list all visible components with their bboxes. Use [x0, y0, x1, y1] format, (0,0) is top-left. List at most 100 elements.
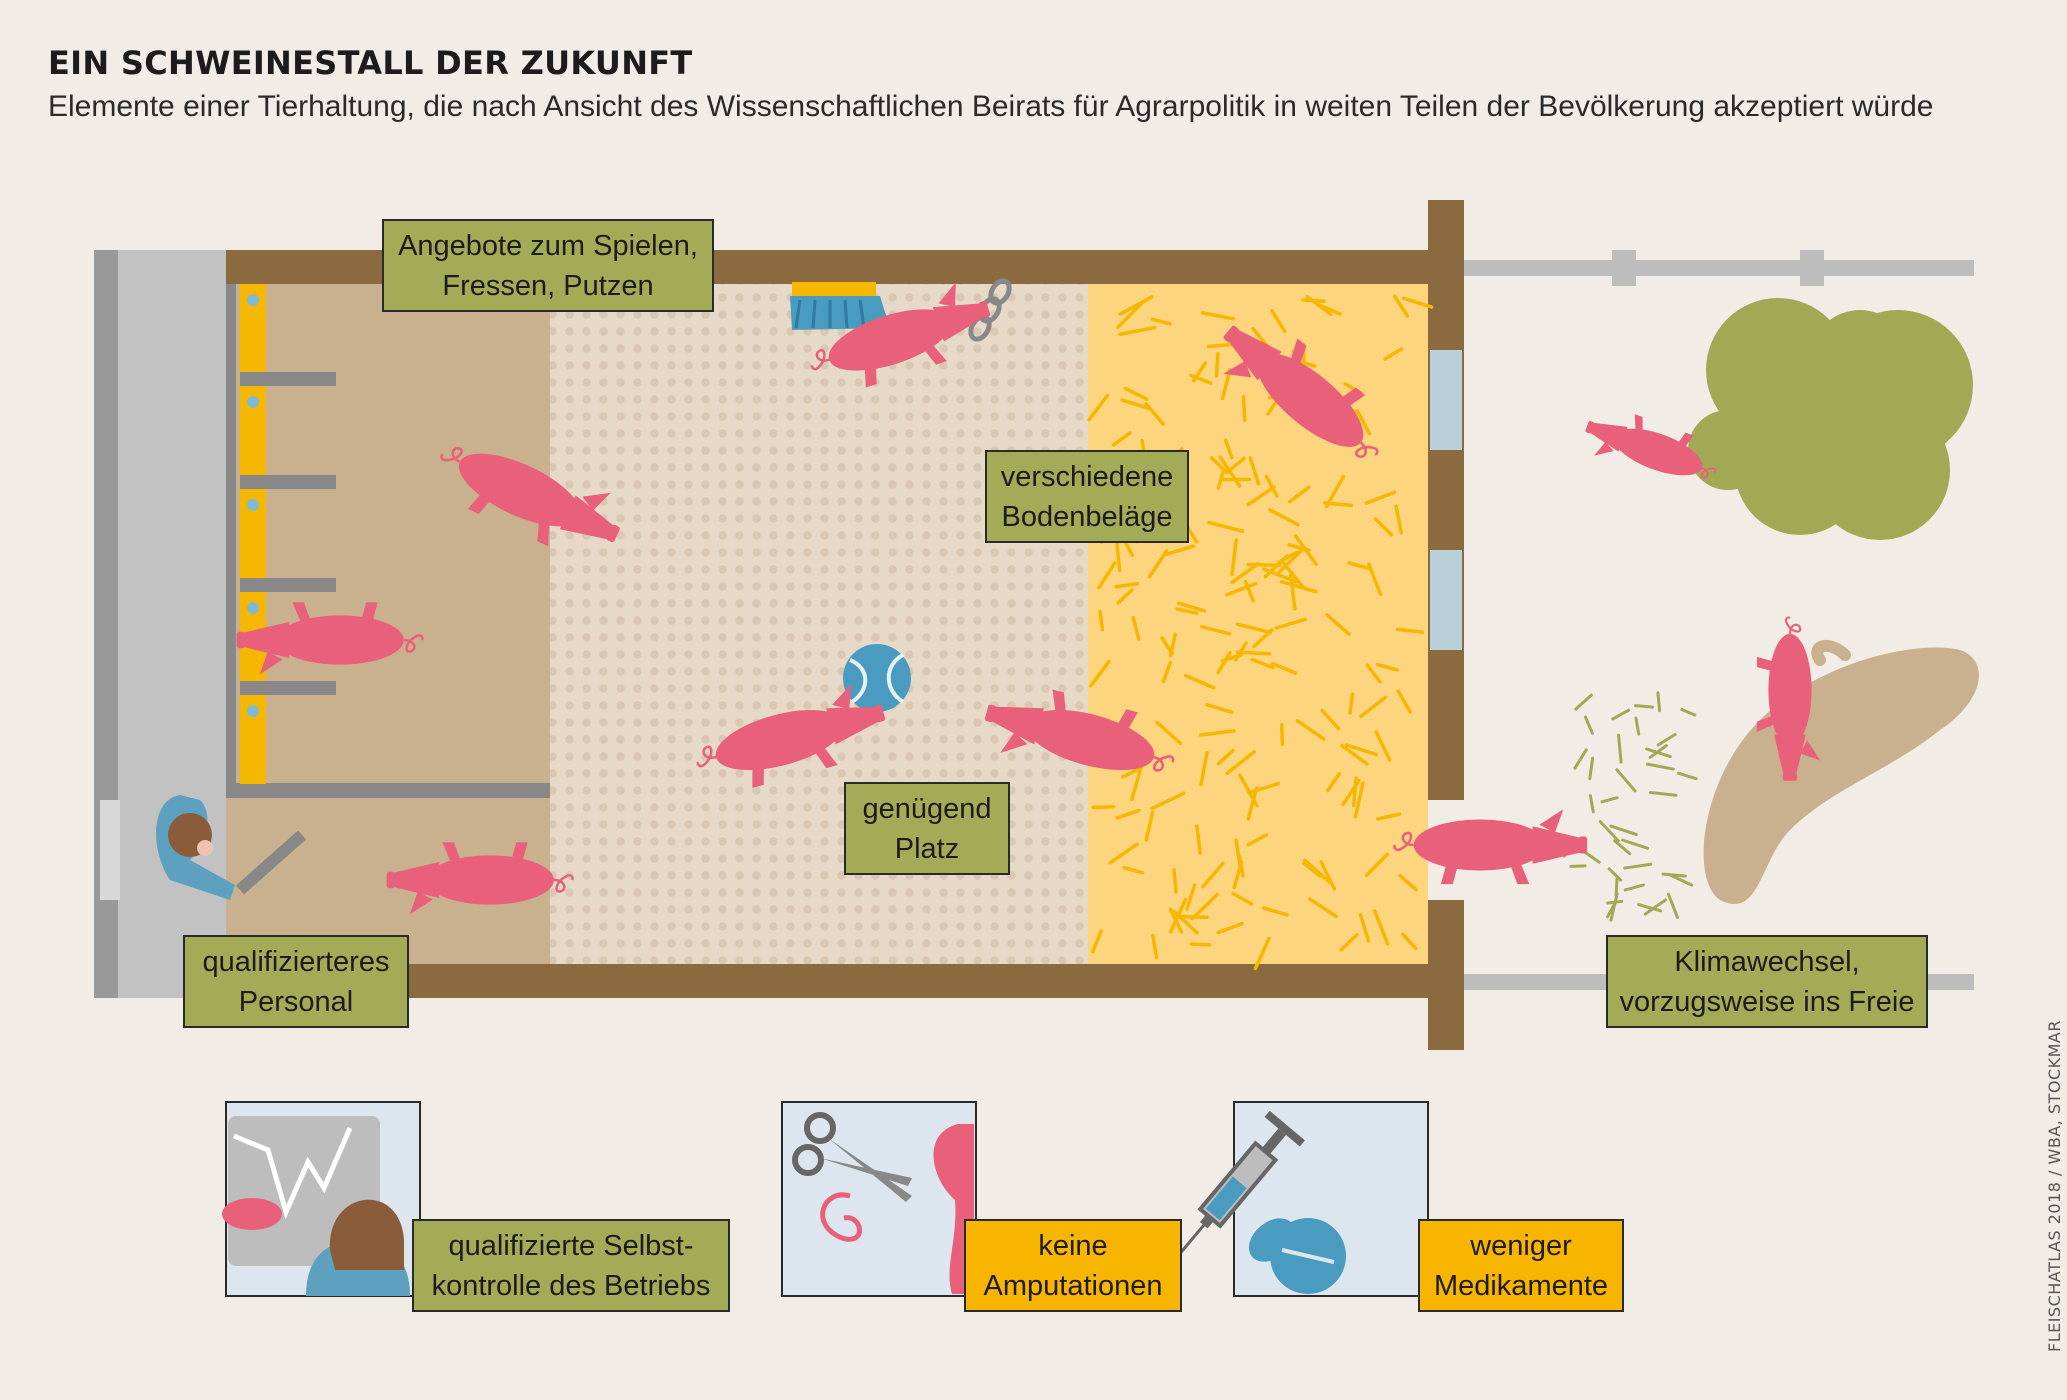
- straw-piece: [1375, 662, 1400, 672]
- grass-blade: [1621, 838, 1650, 850]
- straw-piece: [1383, 347, 1404, 361]
- grass-blade: [1634, 716, 1641, 736]
- straw-piece: [1324, 474, 1346, 509]
- straw-piece: [1246, 485, 1276, 507]
- straw-piece: [1120, 398, 1151, 411]
- straw-piece: [1401, 932, 1418, 951]
- straw-piece: [1118, 325, 1157, 337]
- grass-blade: [1656, 691, 1662, 713]
- straw-piece: [1250, 657, 1275, 670]
- straw-piece: [1091, 805, 1116, 810]
- grass-blade: [1609, 824, 1638, 837]
- floor-straw: [1088, 284, 1428, 964]
- label-selbstkontrolle: qualifizierte Selbst- kontrolle des Betr…: [412, 1219, 730, 1312]
- straw-piece: [1168, 897, 1188, 934]
- scissors-icon: [781, 1101, 977, 1297]
- straw-piece: [1246, 786, 1259, 821]
- pen-gate: [236, 830, 306, 895]
- straw-piece: [1189, 373, 1213, 385]
- label-platz: genügend Platz: [844, 782, 1010, 875]
- straw-piece: [1172, 867, 1178, 894]
- grass-blade: [1598, 820, 1620, 843]
- grass-blade: [1573, 748, 1588, 770]
- straw-piece: [1302, 858, 1332, 884]
- straw-piece: [1150, 791, 1186, 811]
- straw-piece: [1200, 311, 1236, 321]
- straw-piece: [1201, 861, 1225, 889]
- grass-blade: [1615, 768, 1637, 793]
- grass-tufts: [1562, 691, 1698, 922]
- straw-piece: [1231, 891, 1254, 906]
- straw-piece: [1216, 469, 1226, 491]
- grass-blade: [1623, 862, 1653, 870]
- straw-piece: [1364, 852, 1390, 878]
- straw-piece: [1339, 933, 1359, 952]
- straw-piece: [1230, 538, 1239, 576]
- straw-piece: [1376, 812, 1402, 821]
- straw-piece: [1176, 601, 1207, 613]
- straw-piece: [1277, 547, 1304, 574]
- grass-blade: [1611, 708, 1631, 721]
- label-bodenbelaege: verschiedene Bodenbeläge: [985, 450, 1189, 543]
- straw-piece: [1108, 842, 1139, 865]
- straw-piece: [1394, 504, 1404, 535]
- straw-piece: [1295, 718, 1326, 741]
- straw-piece: [1401, 296, 1434, 309]
- straw-piece: [1175, 607, 1199, 615]
- straw-piece: [1130, 763, 1144, 802]
- straw-piece: [1223, 438, 1234, 460]
- corridor-door: [100, 800, 120, 900]
- straw-piece: [1348, 692, 1355, 715]
- straw-piece: [1185, 883, 1197, 911]
- window-1: [1430, 350, 1462, 450]
- straw-piece: [1247, 781, 1281, 795]
- straw-piece: [1220, 367, 1232, 401]
- straw-piece: [1216, 921, 1244, 935]
- straw-piece: [1151, 933, 1159, 960]
- window-2: [1430, 550, 1462, 650]
- straw-piece: [1373, 517, 1394, 537]
- grass-blade: [1617, 733, 1623, 764]
- straw-piece: [1207, 520, 1245, 533]
- straw-piece: [1114, 581, 1140, 589]
- straw-piece: [1090, 929, 1103, 954]
- label-spielen: Angebote zum Spielen, Fressen, Putzen: [382, 219, 714, 312]
- straw-piece: [1287, 485, 1311, 504]
- straw-piece: [1198, 729, 1236, 737]
- straw-piece: [1237, 854, 1245, 878]
- straw-piece: [1347, 561, 1372, 571]
- straw-piece: [1277, 550, 1299, 564]
- label-amputationen: keine Amputationen: [964, 1219, 1182, 1312]
- straw-piece: [1199, 750, 1209, 787]
- grass-blade: [1583, 715, 1594, 735]
- grass-blade: [1656, 732, 1677, 747]
- straw-piece: [1088, 659, 1111, 688]
- straw-piece: [1122, 865, 1145, 875]
- grass-blade: [1623, 883, 1645, 892]
- grass-blade: [1606, 902, 1617, 919]
- chart-icon: [222, 1101, 421, 1297]
- straw-piece: [1367, 562, 1383, 597]
- straw-piece: [1216, 650, 1232, 675]
- straw-piece: [1235, 622, 1272, 635]
- straw-piece: [1319, 860, 1337, 891]
- straw-piece: [1225, 750, 1257, 775]
- straw-piece: [1270, 661, 1298, 675]
- straw-piece: [1373, 909, 1390, 946]
- straw-piece: [1115, 808, 1141, 820]
- straw-piece: [1325, 613, 1351, 636]
- mud-wallow: [1703, 640, 1979, 904]
- straw-piece: [1216, 748, 1235, 766]
- straw-piece: [1261, 906, 1289, 917]
- straw-piece: [1111, 431, 1132, 447]
- grass-blade: [1600, 796, 1619, 804]
- straw-piece: [1365, 663, 1382, 684]
- straw-piece: [1097, 561, 1117, 590]
- straw-piece: [1274, 617, 1307, 630]
- straw-piece: [1205, 703, 1234, 714]
- source-credit: FLEISCHATLAS 2018 / WBA, STOCKMAR: [2045, 1020, 2064, 1352]
- straw-piece: [1293, 534, 1318, 566]
- straw-piece: [1326, 771, 1342, 793]
- straw-piece: [1248, 456, 1261, 486]
